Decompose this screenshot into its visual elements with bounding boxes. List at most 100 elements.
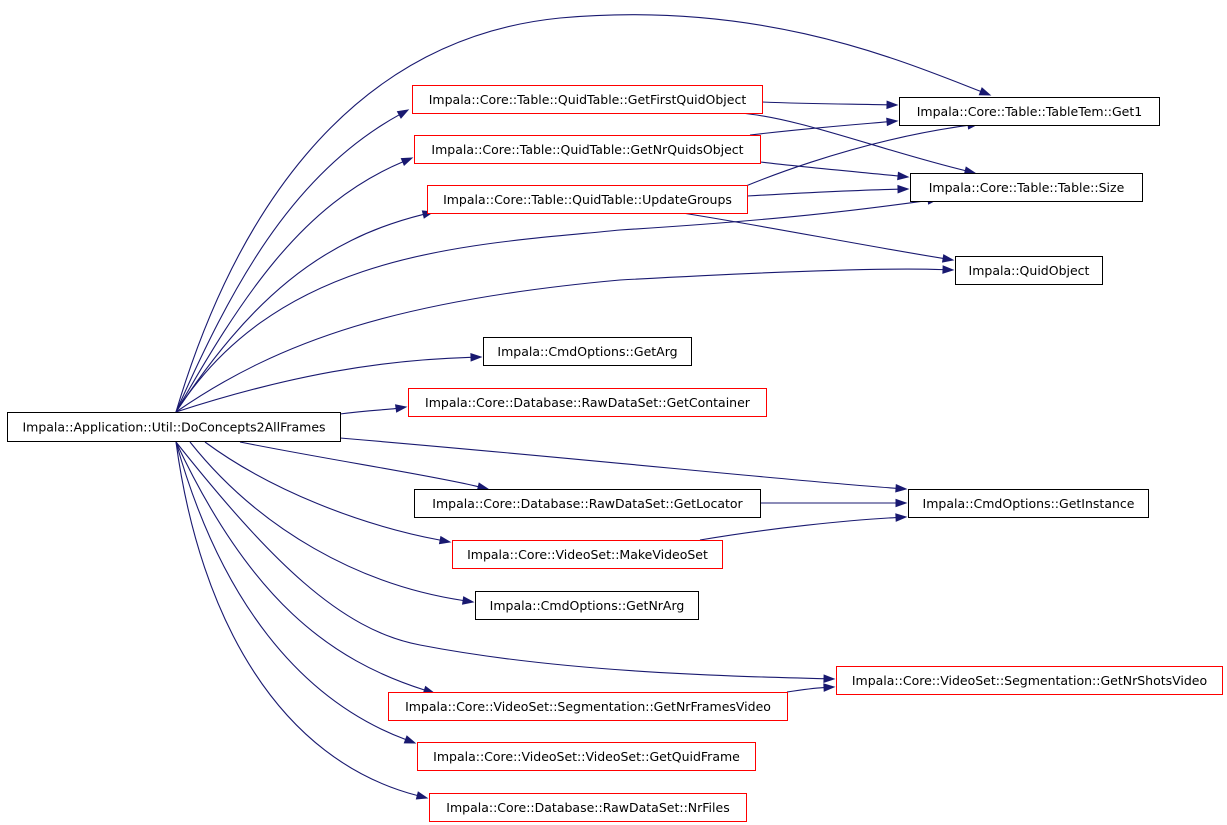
node-box: [414, 135, 761, 164]
edge-updateGroups-to-size: [746, 184, 910, 197]
node-getNrQuids[interactable]: Impala::Core::Table::QuidTable::GetNrQui…: [414, 135, 761, 164]
edge-root-to-updateGroups: [175, 210, 435, 413]
edge-arrowhead: [415, 791, 429, 800]
edge-arrowhead: [396, 109, 410, 119]
edge-line: [175, 14, 981, 413]
edge-root-to-getNrArg: [189, 441, 475, 605]
node-box: [910, 173, 1143, 202]
edge-arrowhead: [470, 353, 483, 362]
edge-line: [175, 114, 400, 413]
edge-arrowhead: [941, 254, 955, 263]
edge-arrowhead: [461, 596, 475, 605]
node-label: Impala::CmdOptions::GetInstance: [923, 496, 1135, 511]
node-box: [417, 742, 756, 771]
node-getNrShots[interactable]: Impala::Core::VideoSet::Segmentation::Ge…: [836, 666, 1223, 695]
node-box: [408, 388, 767, 417]
edge-line: [749, 121, 888, 136]
edge-arrowhead: [394, 404, 408, 413]
edge-arrowhead: [978, 87, 992, 96]
node-label: Impala::Core::Database::RawDataSet::GetC…: [425, 395, 751, 410]
edge-getNrQuids-to-get1: [749, 117, 899, 136]
node-label: Impala::Application::Util::DoConcepts2Al…: [22, 420, 325, 435]
edge-line: [761, 101, 888, 106]
edge-getFirstQuid-to-get1: [761, 100, 899, 110]
edge-line: [189, 441, 464, 602]
node-box: [412, 85, 763, 114]
edge-line: [699, 516, 897, 541]
edge-root-to-getNrFrames: [175, 441, 436, 694]
edge-root-to-get1: [175, 14, 992, 413]
edge-arrowhead: [942, 265, 955, 274]
node-label: Impala::Core::Table::TableTem::Get1: [917, 104, 1142, 119]
edge-root-to-getArg: [175, 353, 483, 413]
node-root: Impala::Application::Util::DoConcepts2Al…: [7, 412, 341, 442]
node-getNrFrames[interactable]: Impala::Core::VideoSet::Segmentation::Ge…: [388, 692, 788, 721]
edge-arrowhead: [895, 498, 908, 508]
edge-root-to-nrFiles: [175, 441, 429, 800]
edge-getNrFrames-to-getNrShots: [786, 683, 836, 693]
edge-root-to-getContainer: [339, 404, 408, 415]
edge-arrowhead: [897, 184, 910, 194]
nodes-layer: Impala::Application::Util::DoConcepts2Al…: [7, 85, 1223, 822]
edge-arrowhead: [895, 513, 908, 522]
node-getFirstQuid[interactable]: Impala::Core::Table::QuidTable::GetFirst…: [412, 85, 763, 114]
edge-root-to-getFirstQuid: [175, 109, 410, 413]
edge-line: [675, 211, 944, 259]
edge-root-to-size: [175, 196, 940, 413]
edge-line: [175, 356, 472, 413]
edge-line: [175, 441, 406, 741]
node-label: Impala::Core::VideoSet::MakeVideoSet: [467, 547, 708, 562]
edge-root-to-getQuidFrame: [175, 441, 417, 744]
node-label: Impala::Core::VideoSet::VideoSet::GetQui…: [433, 749, 740, 764]
edge-line: [739, 112, 966, 172]
edge-getLocator-to-getInstance: [760, 498, 908, 508]
edge-line: [175, 268, 944, 413]
node-box: [388, 692, 788, 721]
node-quidObject[interactable]: Impala::QuidObject: [955, 256, 1103, 285]
edge-root-to-quidObject: [175, 265, 955, 413]
node-label: Impala::Core::Table::Table::Size: [929, 180, 1125, 195]
node-label: Impala::Core::VideoSet::Segmentation::Ge…: [405, 699, 771, 714]
node-box: [955, 256, 1103, 285]
node-box: [899, 97, 1160, 126]
node-box: [908, 489, 1149, 518]
node-getLocator[interactable]: Impala::Core::Database::RawDataSet::GetL…: [414, 489, 761, 518]
edge-root-to-makeVideoSet: [204, 441, 452, 545]
edge-arrowhead: [886, 100, 899, 110]
edge-arrowhead: [823, 683, 836, 692]
edge-line: [339, 437, 897, 489]
node-getNrArg[interactable]: Impala::CmdOptions::GetNrArg: [475, 591, 699, 620]
edge-makeVideoSet-to-getInstance: [699, 513, 908, 541]
edge-line: [786, 686, 825, 693]
node-updateGroups[interactable]: Impala::Core::Table::QuidTable::UpdateGr…: [427, 185, 748, 214]
edge-line: [175, 441, 418, 797]
node-label: Impala::Core::Table::QuidTable::GetNrQui…: [431, 142, 743, 157]
node-box: [475, 591, 699, 620]
node-label: Impala::Core::Database::RawDataSet::NrFi…: [446, 800, 729, 815]
node-box: [483, 337, 692, 366]
node-label: Impala::Core::VideoSet::Segmentation::Ge…: [852, 673, 1207, 688]
edge-getNrQuids-to-size: [759, 161, 910, 181]
edge-arrowhead: [895, 483, 908, 493]
edge-line: [339, 407, 397, 415]
node-makeVideoSet[interactable]: Impala::Core::VideoSet::MakeVideoSet: [452, 540, 723, 569]
edge-arrowhead: [897, 171, 910, 181]
node-get1[interactable]: Impala::Core::Table::TableTem::Get1: [899, 97, 1160, 126]
node-getContainer[interactable]: Impala::Core::Database::RawDataSet::GetC…: [408, 388, 767, 417]
node-label: Impala::CmdOptions::GetArg: [497, 344, 677, 359]
node-box: [414, 489, 761, 518]
node-getArg[interactable]: Impala::CmdOptions::GetArg: [483, 337, 692, 366]
edge-line: [175, 441, 825, 680]
node-getQuidFrame[interactable]: Impala::Core::VideoSet::VideoSet::GetQui…: [417, 742, 756, 771]
node-size[interactable]: Impala::Core::Table::Table::Size: [910, 173, 1143, 202]
node-box: [7, 412, 341, 442]
node-nrFiles[interactable]: Impala::Core::Database::RawDataSet::NrFi…: [429, 793, 747, 822]
node-label: Impala::QuidObject: [969, 263, 1090, 278]
edge-root-to-getNrShots: [175, 441, 836, 684]
edge-line: [204, 441, 441, 541]
node-box: [836, 666, 1223, 695]
node-getInstance[interactable]: Impala::CmdOptions::GetInstance: [908, 489, 1149, 518]
edge-arrowhead: [400, 157, 414, 167]
node-box: [427, 185, 748, 214]
